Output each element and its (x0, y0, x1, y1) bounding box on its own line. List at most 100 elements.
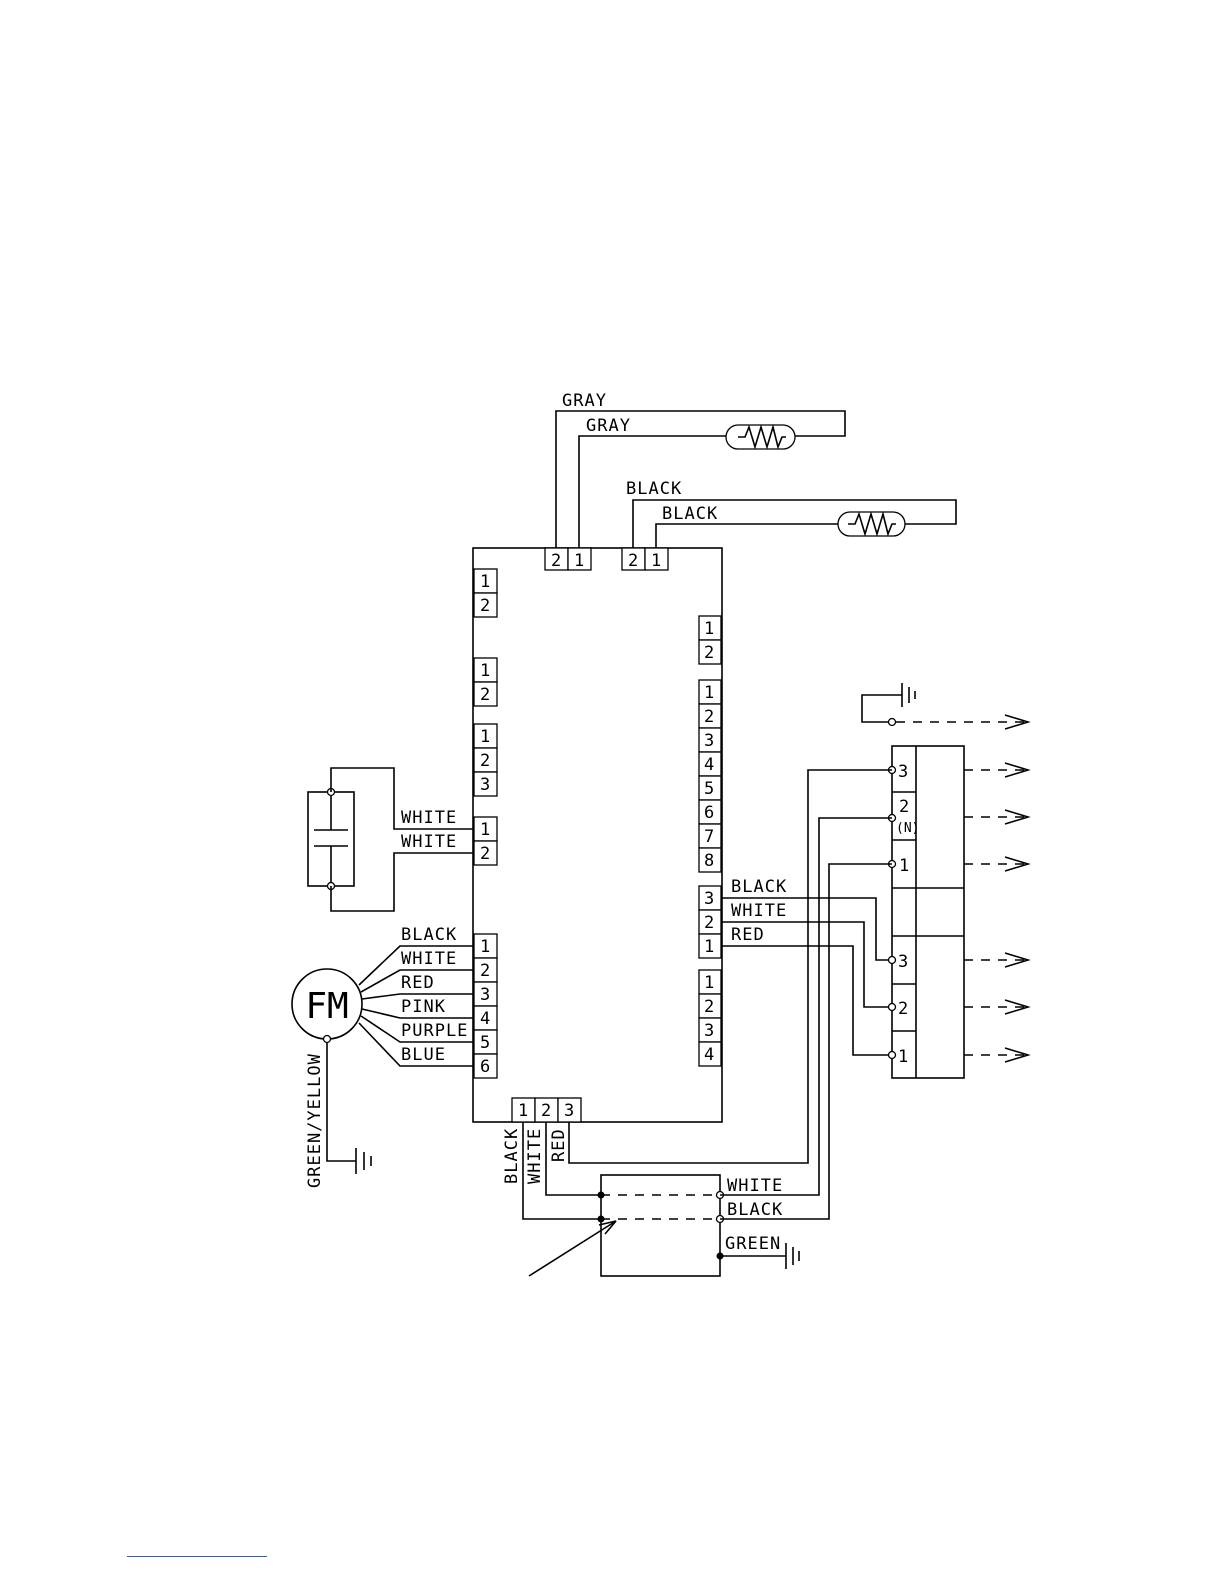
wire-label-motor-ground: GREEN/YELLOW (305, 1053, 325, 1188)
arrow-right-icon (964, 1000, 1028, 1014)
svg-text:1: 1 (480, 661, 490, 681)
left-connector-motor: 1 2 3 4 5 6 (474, 934, 497, 1078)
wire-label-bottom-1: BLACK (502, 1128, 522, 1184)
ground-icon (786, 1243, 799, 1269)
wire-label-out-3: BLACK (731, 877, 787, 897)
wire-label-filter-white: WHITE (727, 1176, 783, 1196)
thermistor-icon (838, 512, 905, 536)
top-connector-right: 2 1 (622, 548, 668, 571)
svg-text:3: 3 (564, 1101, 574, 1121)
control-board (473, 548, 722, 1122)
wire-label-gray-outer: GRAY (562, 391, 607, 411)
svg-text:5: 5 (480, 1033, 490, 1053)
bottom-connector: 1 2 3 (512, 1098, 581, 1122)
wire-label-black-inner: BLACK (662, 504, 718, 524)
svg-text:2: 2 (551, 551, 561, 571)
wire-label-motor-1: BLACK (401, 925, 457, 945)
wire-label-cap-2: WHITE (401, 832, 457, 852)
wire-label-cap-1: WHITE (401, 808, 457, 828)
svg-text:6: 6 (704, 803, 714, 823)
svg-text:1: 1 (574, 551, 584, 571)
svg-text:4: 4 (480, 1009, 490, 1029)
wire-label-motor-6: BLUE (401, 1045, 446, 1065)
svg-text:1: 1 (704, 683, 714, 703)
pointer-arrow (529, 1221, 616, 1276)
svg-text:1: 1 (480, 820, 490, 840)
motor-symbol: FM (305, 986, 348, 1027)
left-connector-c: 1 2 3 (474, 724, 497, 796)
right-connector-a: 1 2 (699, 616, 721, 664)
right-connector-output: 3 2 1 (699, 886, 721, 958)
svg-text:3: 3 (898, 952, 908, 972)
svg-text:3: 3 (480, 985, 490, 1005)
svg-text:(N): (N) (896, 821, 919, 836)
svg-text:3: 3 (704, 731, 714, 751)
top-connector-left: 2 1 (545, 548, 591, 571)
svg-text:2: 2 (480, 751, 490, 771)
right-connector-c: 1 2 3 4 (699, 970, 721, 1066)
wire-label-out-2: WHITE (731, 901, 787, 921)
thermistor-icon (726, 425, 795, 449)
svg-text:1: 1 (899, 856, 909, 876)
noise-filter (598, 1175, 724, 1276)
arrow-right-icon (964, 810, 1028, 824)
svg-text:5: 5 (704, 779, 714, 799)
svg-text:1: 1 (704, 619, 714, 639)
wire-label-bottom-3: RED (549, 1128, 569, 1162)
svg-text:2: 2 (541, 1101, 551, 1121)
wire-label-motor-2: WHITE (401, 949, 457, 969)
svg-text:2: 2 (480, 844, 490, 864)
svg-text:1: 1 (704, 973, 714, 993)
svg-text:3: 3 (898, 762, 908, 782)
left-connector-b: 1 2 (474, 658, 497, 706)
svg-text:2: 2 (704, 913, 714, 933)
svg-text:8: 8 (704, 851, 714, 871)
svg-text:3: 3 (704, 889, 714, 909)
right-connector-b: 1 2 3 4 5 6 7 8 (699, 680, 721, 872)
left-connector-a: 1 2 (474, 569, 497, 617)
left-connector-capacitor: 1 2 (474, 817, 497, 865)
arrow-right-icon (964, 763, 1028, 777)
svg-text:6: 6 (480, 1057, 490, 1077)
capacitor-icon (308, 789, 354, 890)
wire-label-motor-3: RED (401, 973, 435, 993)
footer-rule (127, 1556, 267, 1557)
svg-text:2: 2 (628, 551, 638, 571)
wire-label-motor-5: PURPLE (401, 1021, 468, 1041)
svg-text:4: 4 (704, 755, 714, 775)
fan-motor: FM (292, 969, 362, 1043)
svg-text:4: 4 (704, 1045, 714, 1065)
svg-text:1: 1 (651, 551, 661, 571)
svg-text:3: 3 (704, 1021, 714, 1041)
svg-text:2: 2 (480, 596, 490, 616)
arrow-right-icon (964, 1048, 1028, 1062)
svg-text:7: 7 (704, 827, 714, 847)
svg-text:2: 2 (704, 643, 714, 663)
wire-label-motor-4: PINK (401, 997, 446, 1017)
svg-text:2: 2 (899, 797, 909, 817)
arrow-right-icon (964, 953, 1028, 967)
svg-text:3: 3 (480, 775, 490, 795)
ground-icon (356, 1148, 371, 1174)
ground-icon (862, 683, 915, 726)
svg-text:1: 1 (480, 572, 490, 592)
svg-text:2: 2 (480, 961, 490, 981)
wire-label-gray-inner: GRAY (586, 416, 631, 436)
svg-text:2: 2 (704, 997, 714, 1017)
svg-text:2: 2 (480, 685, 490, 705)
svg-text:2: 2 (898, 999, 908, 1019)
wire-label-out-1: RED (731, 925, 765, 945)
svg-text:1: 1 (518, 1101, 528, 1121)
svg-text:1: 1 (480, 937, 490, 957)
svg-text:1: 1 (898, 1047, 908, 1067)
wire-label-bottom-2: WHITE (525, 1128, 545, 1184)
arrow-right-icon (896, 715, 1028, 729)
wire-label-black-outer: BLACK (626, 479, 682, 499)
arrow-right-icon (964, 857, 1028, 871)
terminal-block: 3 2 (N) 1 3 2 1 (889, 746, 965, 1078)
svg-text:2: 2 (704, 707, 714, 727)
wire-label-filter-green: GREEN (725, 1234, 781, 1254)
svg-text:1: 1 (704, 937, 714, 957)
wire-label-filter-black: BLACK (727, 1200, 783, 1220)
